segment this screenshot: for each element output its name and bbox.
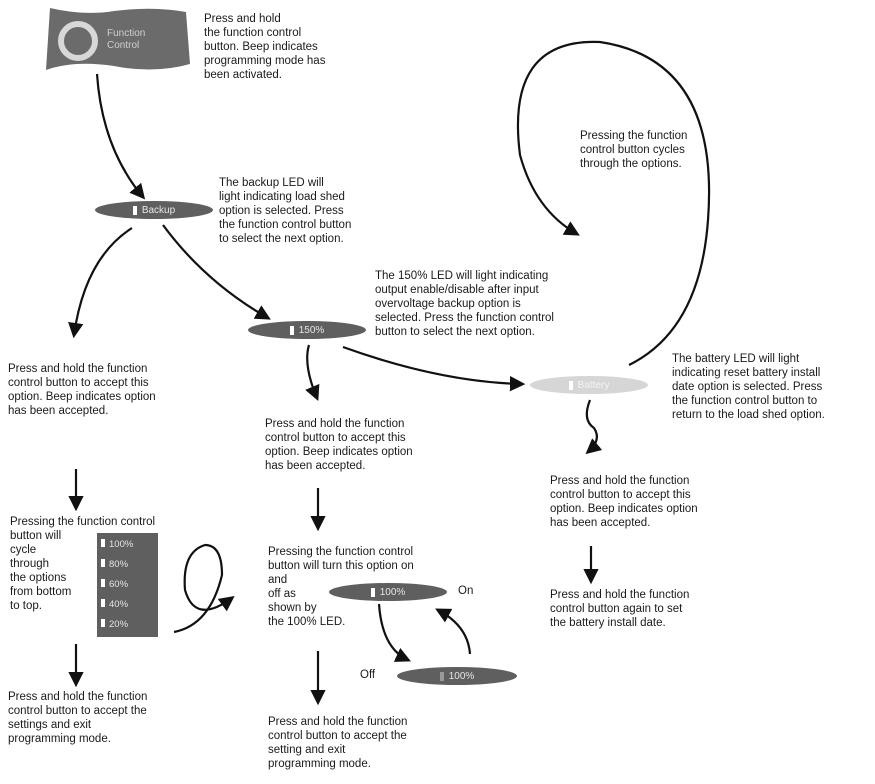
- exit-mid-step: Press and hold the function control butt…: [268, 716, 408, 770]
- arrow: [377, 603, 411, 662]
- pct150-pill-label: 150%: [298, 324, 325, 336]
- ring-icon: [58, 21, 98, 61]
- battery-pill-label: Battery: [577, 379, 610, 391]
- arrow: [516, 40, 711, 366]
- led-icon: [568, 380, 573, 390]
- battery-description: The battery LED will light indicating re…: [672, 353, 825, 421]
- led-icon: [370, 587, 375, 597]
- led-row: 40%: [101, 599, 128, 611]
- led-icon: [289, 325, 294, 335]
- off-label: Off: [360, 669, 376, 681]
- led-row: 100%: [101, 539, 133, 551]
- led-row: 80%: [101, 559, 128, 571]
- battery-date-step: Press and hold the function control butt…: [550, 589, 690, 629]
- function-control-label: Function Control: [107, 28, 146, 51]
- arrow: [435, 608, 472, 655]
- function-control-button: Function Control: [44, 8, 192, 72]
- function-control-graphic: [46, 8, 190, 70]
- led-row: 60%: [101, 579, 128, 591]
- cycle-left-step: Pressing the function control button wil…: [10, 516, 156, 612]
- accept-mid-step: Press and hold the function control butt…: [265, 418, 413, 472]
- led-panel: 100% 80% 60% 40% 20%: [97, 533, 158, 637]
- arrow: [342, 345, 526, 392]
- arrow: [173, 543, 235, 634]
- on-pill-label: 100%: [379, 586, 406, 598]
- backup-description: The backup LED will light indicating loa…: [219, 177, 352, 245]
- accept-left-step: Press and hold the function control butt…: [8, 363, 156, 417]
- pct150-pill: 150%: [248, 321, 366, 339]
- accept-right-step: Press and hold the function control butt…: [550, 475, 698, 529]
- exit-left-step: Press and hold the function control butt…: [8, 691, 148, 745]
- off-pill: 100%: [397, 667, 517, 685]
- arrow: [68, 227, 133, 339]
- backup-pill: Backup: [95, 201, 213, 219]
- backup-pill-label: Backup: [141, 204, 176, 216]
- toggle-mid-step: Pressing the function control button wil…: [268, 546, 414, 628]
- led-icon: [132, 205, 137, 215]
- on-pill: 100%: [329, 583, 447, 601]
- cycle-description: Pressing the function control button cyc…: [580, 130, 688, 170]
- arrow: [162, 224, 271, 320]
- off-pill-label: 100%: [448, 670, 475, 682]
- arrow: [305, 344, 320, 402]
- arrow: [95, 73, 146, 200]
- battery-pill: Battery: [530, 376, 648, 394]
- led-row: 20%: [101, 619, 128, 631]
- on-label: On: [458, 585, 474, 597]
- arrow: [585, 399, 603, 455]
- press-hold-step: Press and hold the function control butt…: [204, 13, 326, 81]
- led-icon: [439, 671, 444, 681]
- pct150-description: The 150% LED will light indicating outpu…: [375, 270, 554, 338]
